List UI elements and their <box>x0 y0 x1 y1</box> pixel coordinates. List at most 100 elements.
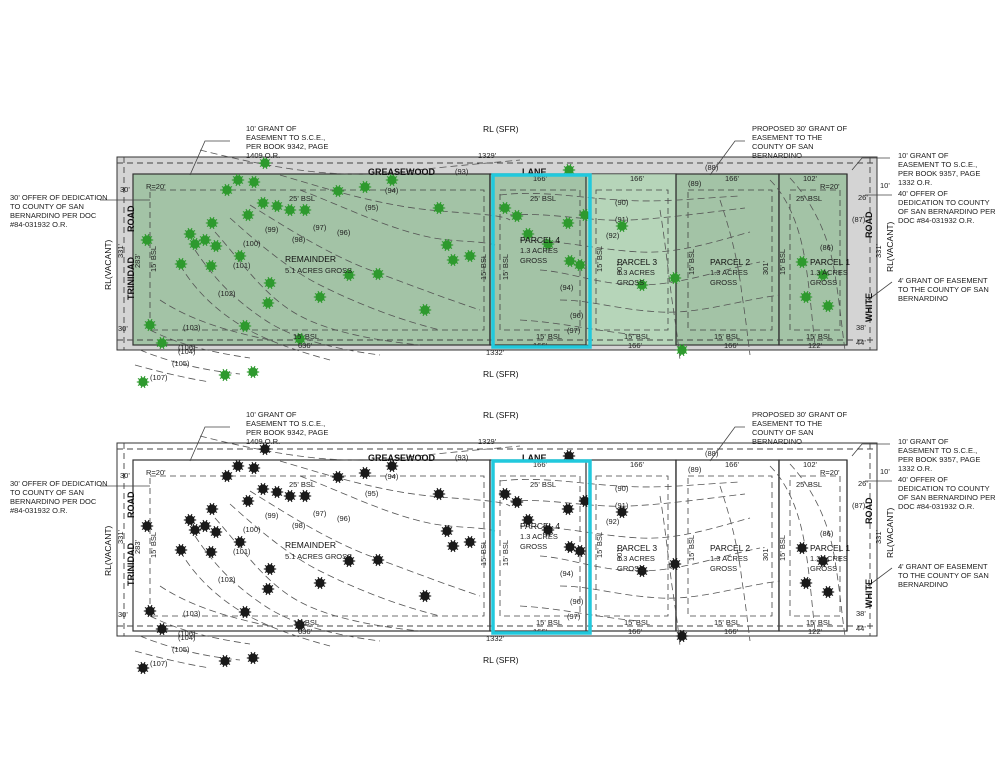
tree-icon <box>188 237 202 251</box>
tree-icon <box>358 180 372 194</box>
bsl-parcel-2 <box>687 189 773 331</box>
tree-spike <box>247 214 254 220</box>
dimension-north-p4: 166' <box>533 174 548 183</box>
tree-spike <box>681 345 688 351</box>
tree-spike <box>359 472 366 478</box>
note-proposed-sce-line-1: PROPOSED 30' GRANT OF <box>752 124 847 133</box>
tree-spike <box>469 541 473 549</box>
tree-spike <box>215 245 222 251</box>
tree-spike <box>144 239 148 247</box>
tree-spike <box>619 511 623 519</box>
tree-spike <box>574 260 581 266</box>
tree-spike <box>260 482 264 490</box>
tree-spike <box>502 487 506 495</box>
tree-spike <box>805 578 812 584</box>
tree-spike <box>269 278 276 284</box>
tree-spike <box>364 468 371 474</box>
note-sce-right-line-2: EASEMENT TO S.C.E., <box>898 446 977 455</box>
tree-spike <box>287 495 291 503</box>
tree-spike <box>314 292 321 298</box>
tree-spike <box>364 182 371 188</box>
tree-spike <box>636 566 643 572</box>
bsl-15-label: 15' BSL <box>624 618 650 627</box>
tree-spike <box>253 175 257 183</box>
bsl-remainder <box>149 475 485 617</box>
tree-spike <box>584 494 588 502</box>
tree-spike <box>199 235 206 241</box>
tree-spike <box>239 607 246 613</box>
note-easement-right-line-2: TO THE COUNTY OF SAN <box>898 285 989 294</box>
parcel2-name: PARCEL 2 <box>710 257 750 267</box>
tree-spike <box>239 255 246 261</box>
tree-spike <box>204 239 208 247</box>
tree-icon <box>205 216 219 230</box>
tree-icon <box>283 489 297 503</box>
tree-spike <box>161 342 168 348</box>
tree-spike <box>159 628 163 636</box>
tree-icon <box>498 487 512 501</box>
tree-spike <box>259 444 266 450</box>
note-dedication-left-line-4: #84-031932 O.R. <box>10 220 68 229</box>
tree-spike <box>144 519 148 527</box>
tree-spike <box>337 476 341 484</box>
tree-spike <box>579 258 583 266</box>
tree-spike <box>219 656 226 662</box>
tree-spike <box>294 334 301 340</box>
tree-spike <box>542 243 549 249</box>
tree-spike <box>276 485 280 493</box>
tree-spike <box>639 564 643 572</box>
tree-spike <box>672 563 676 571</box>
contour-line <box>659 209 681 361</box>
tree-spike <box>372 269 379 275</box>
tree-spike <box>545 529 549 537</box>
rl-top-label: RL (SFR) <box>483 124 519 134</box>
tree-spike <box>337 476 344 482</box>
tree-spike <box>669 273 676 279</box>
contour-label: (87) <box>852 215 866 224</box>
tree-spike <box>299 618 303 626</box>
tree-spike <box>257 488 264 494</box>
tree-spike <box>796 543 803 549</box>
dimension-south-p3: 166' <box>628 341 643 350</box>
tree-spike <box>202 233 206 241</box>
contour-label: (90) <box>615 198 629 207</box>
tree-spike <box>452 253 456 261</box>
note-proposed-sce-line-3: COUNTY OF SAN <box>752 428 814 437</box>
tree-spike <box>801 261 808 267</box>
tree-spike <box>672 271 676 279</box>
tree-spike <box>204 239 211 245</box>
dimension-radius: R=20' <box>820 468 840 477</box>
tree-spike <box>579 500 586 506</box>
tree-icon <box>220 469 234 483</box>
tree-spike <box>389 465 393 473</box>
lot-parcel-3-tint <box>586 174 676 345</box>
tree-spike <box>140 667 144 675</box>
tree-spike <box>377 273 384 279</box>
tree-spike <box>297 618 301 626</box>
tree-icon <box>247 175 261 189</box>
bsl-15-label: 15' BSL <box>687 535 696 561</box>
tree-spike <box>178 257 182 265</box>
contour-line <box>519 231 751 253</box>
dimension-north-p4: 166' <box>533 460 548 469</box>
tree-spike <box>391 175 398 181</box>
tree-spike <box>820 560 824 568</box>
bsl-15-label: 15' BSL <box>293 332 319 341</box>
tree-spike <box>289 203 293 211</box>
tree-icon <box>521 513 535 527</box>
tree-icon <box>675 343 689 357</box>
tree-spike <box>424 303 428 311</box>
tree-spike <box>450 545 454 553</box>
tree-spike <box>189 233 193 241</box>
tree-spike <box>149 610 156 616</box>
tree-spike <box>579 544 583 552</box>
tree-spike <box>304 209 308 217</box>
tree-spike <box>567 508 571 516</box>
tree-spike <box>248 467 255 473</box>
parcel3-area: 1.3 ACRES <box>617 268 655 277</box>
tree-spike <box>822 301 829 307</box>
note-dedication-left-line-1: 30' OFFER OF DEDICATION <box>10 193 108 202</box>
tree-spike <box>446 530 450 538</box>
tree-spike <box>527 513 531 521</box>
parcel-4-highlight <box>491 173 592 349</box>
